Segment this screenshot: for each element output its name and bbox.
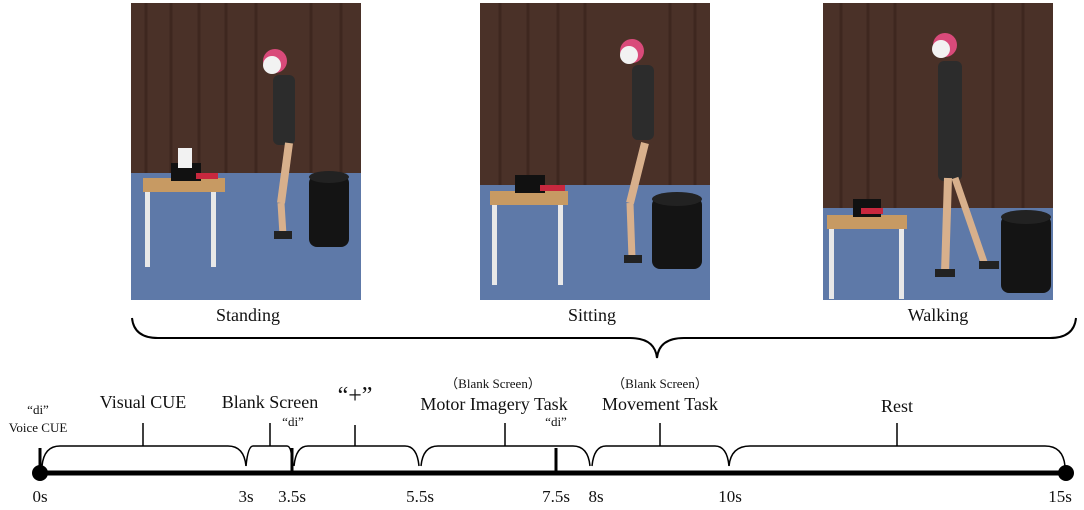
brace-movement bbox=[591, 423, 730, 467]
visual-cue-label: Visual CUE bbox=[99, 392, 187, 412]
movement-note: （Blank Screen） bbox=[612, 376, 708, 391]
brace-motor-imagery bbox=[420, 423, 591, 467]
condition-label-standing: Standing bbox=[215, 305, 280, 325]
motor-imagery-label: Motor Imagery Task bbox=[420, 394, 568, 414]
tick-label: 3s bbox=[238, 487, 254, 506]
brace-plus bbox=[293, 425, 420, 467]
motor-imagery-di-text: “di” bbox=[545, 414, 567, 429]
voice-cue-di-text: “di” bbox=[27, 402, 49, 417]
photo-walking bbox=[823, 3, 1053, 300]
blank-screen-di-text: “di” bbox=[282, 414, 304, 429]
tick-label: 10s bbox=[718, 487, 742, 506]
plus-label: “+” bbox=[337, 383, 373, 409]
voice-cue-label: Voice CUE bbox=[8, 420, 68, 435]
tick-label: 5.5s bbox=[406, 487, 434, 506]
brace-blank-screen bbox=[245, 423, 293, 467]
blank-screen-label: Blank Screen bbox=[221, 392, 319, 412]
brace-rest bbox=[728, 423, 1066, 467]
motor-imagery-note: （Blank Screen） bbox=[445, 376, 541, 391]
tick-label: 3.5s bbox=[278, 487, 306, 506]
tick-label: 0s bbox=[32, 487, 48, 506]
photo-standing bbox=[131, 3, 361, 300]
photo-sitting bbox=[480, 3, 710, 300]
condition-label-walking: Walking bbox=[907, 305, 969, 325]
axis-end-dot bbox=[1058, 465, 1074, 481]
tick-label: 7.5s bbox=[542, 487, 570, 506]
tick-label: 8s bbox=[588, 487, 604, 506]
conditions-bracket bbox=[131, 317, 1077, 359]
rest-label: Rest bbox=[880, 396, 914, 416]
movement-label: Movement Task bbox=[602, 394, 718, 414]
tick-label: 15s bbox=[1048, 487, 1072, 506]
condition-label-sitting: Sitting bbox=[567, 305, 616, 325]
brace-visual-cue bbox=[41, 423, 247, 467]
